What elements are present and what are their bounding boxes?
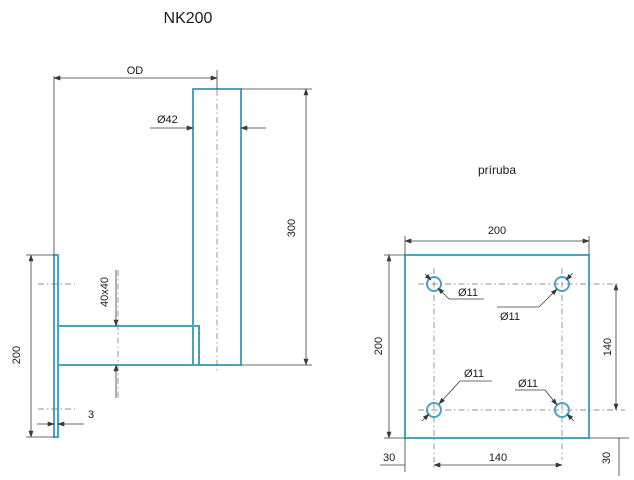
hole-leader-top-left-in (424, 273, 432, 281)
bolt-hole-bottom-left (426, 402, 442, 418)
thickness-label: 3 (88, 409, 94, 421)
flange-plate (404, 254, 590, 439)
side-view: OD Ø42 300 40x40 200 3 (11, 65, 312, 438)
hole-spacing-horizontal-label: 140 (489, 452, 507, 464)
flange-label: príruba (478, 163, 516, 177)
hole-leader-top-right-in (565, 272, 574, 281)
hole-leader-top-right-out (538, 288, 558, 308)
hole-label-top-left: Ø11 (458, 287, 478, 299)
hole-label-bottom-right: Ø11 (518, 378, 538, 390)
flange-height-label: 200 (373, 337, 385, 355)
hole-leader-bottom-right-in (544, 389, 558, 406)
drawing-title: NK200 (164, 10, 213, 27)
hole-label-bottom-left: Ø11 (464, 368, 484, 380)
flange-view: príruba Ø11 Ø11 Ø11 Ø11 200 (373, 163, 629, 476)
plate-height-label: 200 (11, 346, 23, 364)
bolt-hole-top-right (554, 276, 570, 292)
od-label: OD (127, 65, 144, 77)
flange-width-label: 200 (488, 225, 506, 237)
hole-leader-top-left-out (437, 287, 450, 300)
hole-spacing-vertical-label: 140 (602, 338, 614, 356)
hole-leader-bottom-left-out (421, 413, 430, 422)
pipe-diameter-label: Ø42 (157, 114, 178, 126)
hole-leader-bottom-right-out (566, 413, 575, 422)
hole-leader-bottom-left-in (438, 380, 461, 405)
hole-label-top-right: Ø11 (500, 311, 520, 323)
offset-bottom-label: 30 (601, 452, 613, 464)
horizontal-arm (57, 325, 200, 366)
height-label: 300 (286, 219, 298, 237)
profile-label: 40x40 (99, 277, 111, 307)
offset-left-label: 30 (383, 452, 395, 464)
bolt-hole-top-left (426, 276, 442, 292)
bolt-hole-bottom-right (554, 402, 570, 418)
